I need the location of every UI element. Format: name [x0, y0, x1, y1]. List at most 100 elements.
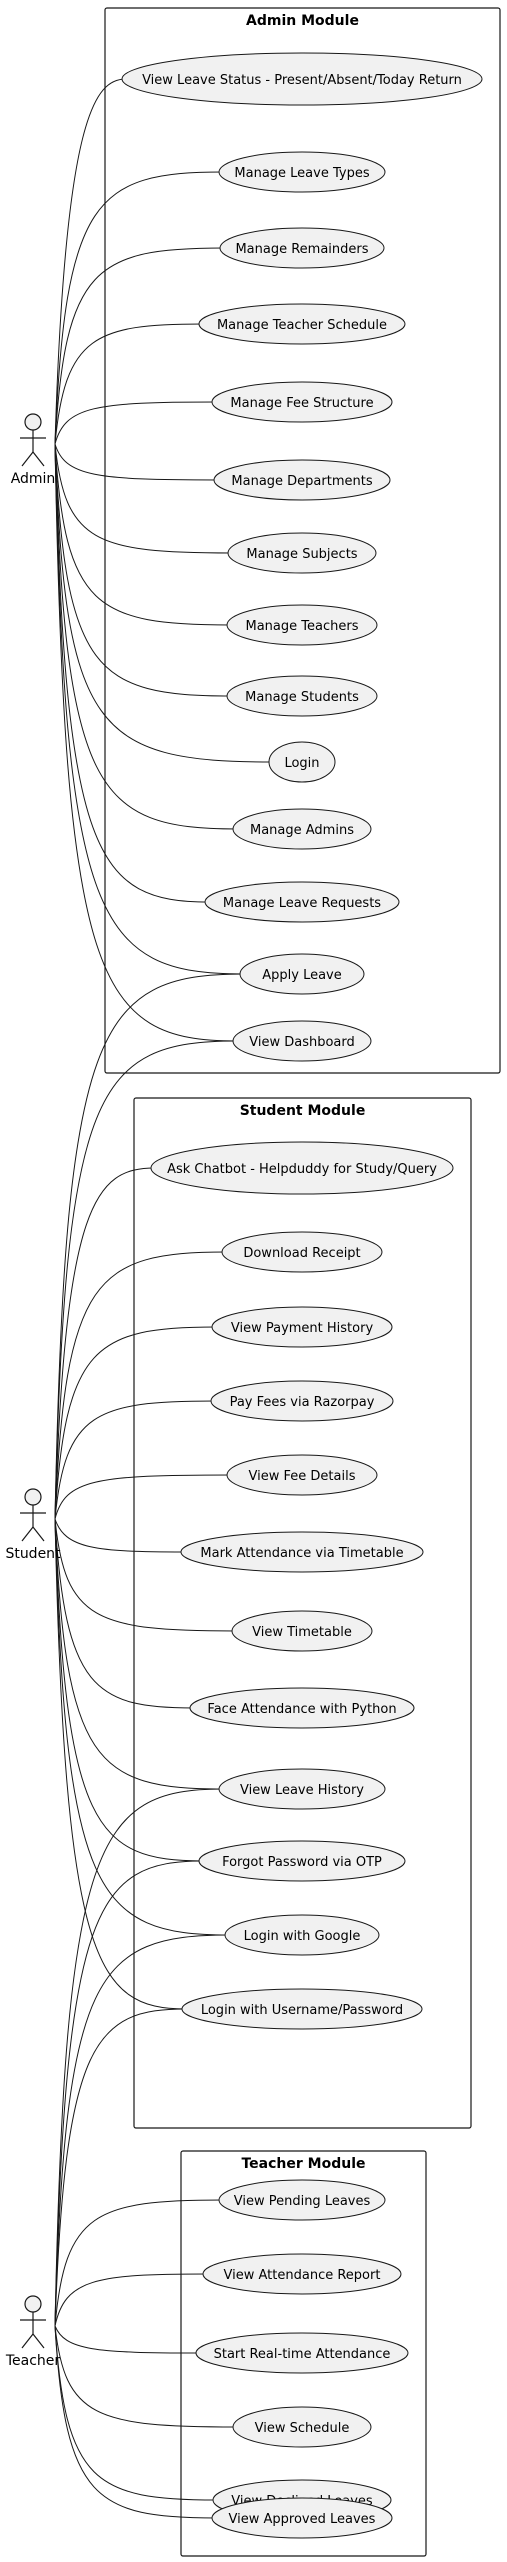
- actor-teacher[interactable]: Teacher: [5, 2295, 61, 2369]
- use-case-label: View Schedule: [255, 2421, 350, 2436]
- use-case-ellipse: [198, 1840, 406, 1882]
- actor-head: [24, 1488, 42, 1506]
- association-teacher-login-google: [54, 1934, 230, 2327]
- use-case-manage-students[interactable]: Manage Students: [226, 675, 378, 717]
- use-case-login-username-password[interactable]: Login with Username/Password: [181, 1988, 423, 2030]
- use-case-ellipse: [231, 1610, 373, 1652]
- use-case-start-realtime-attendance[interactable]: Start Real-time Attendance: [195, 2332, 409, 2374]
- actor-right-leg: [32, 1526, 45, 1542]
- use-case-manage-departments[interactable]: Manage Departments: [213, 459, 391, 501]
- actor-label: Admin: [11, 471, 56, 487]
- use-case-manage-leave-types[interactable]: Manage Leave Types: [218, 151, 386, 193]
- use-case-view-fee-details[interactable]: View Fee Details: [226, 1454, 378, 1496]
- use-case-ellipse: [180, 1531, 424, 1573]
- use-case-ellipse: [204, 881, 400, 923]
- use-case-view-approved-leaves[interactable]: View Approved Leaves: [211, 2497, 393, 2539]
- use-case-label: View Attendance Report: [224, 2268, 381, 2283]
- association-admin-manage-fee-structure: [54, 401, 217, 445]
- use-case-ellipse: [232, 2406, 372, 2448]
- association-student-view-leave-history: [54, 1518, 224, 1790]
- use-case-label: View Payment History: [231, 1321, 374, 1336]
- use-case-label: View Pending Leaves: [234, 2194, 371, 2209]
- use-case-label: Manage Fee Structure: [230, 396, 373, 411]
- use-case-manage-subjects[interactable]: Manage Subjects: [227, 532, 377, 574]
- actor-admin[interactable]: Admin: [11, 413, 56, 487]
- use-case-login[interactable]: Login: [268, 741, 336, 783]
- use-case-ellipse: [219, 227, 385, 269]
- actor-student[interactable]: Student: [5, 1488, 61, 1562]
- use-case-manage-teachers[interactable]: Manage Teachers: [226, 604, 378, 646]
- use-case-manage-admins[interactable]: Manage Admins: [232, 808, 372, 850]
- actor-label: Student: [5, 1546, 61, 1562]
- use-case-view-leave-status[interactable]: View Leave Status - Present/Absent/Today…: [121, 52, 483, 106]
- use-case-apply-leave[interactable]: Apply Leave: [239, 953, 365, 995]
- use-case-ellipse: [150, 1141, 454, 1195]
- use-case-view-pending-leaves[interactable]: View Pending Leaves: [218, 2179, 386, 2221]
- association-student-login-google: [54, 1518, 230, 1936]
- use-case-label: Manage Leave Requests: [223, 896, 381, 911]
- use-case-ellipse: [232, 1020, 372, 1062]
- use-case-manage-leave-requests[interactable]: Manage Leave Requests: [204, 881, 400, 923]
- use-case-mark-attendance-timetable[interactable]: Mark Attendance via Timetable: [180, 1531, 424, 1573]
- student-module-package: Student Module: [133, 1097, 472, 2129]
- association-admin-manage-departments: [54, 443, 219, 481]
- admin-module-title: Admin Module: [246, 13, 359, 29]
- use-case-ellipse: [218, 1768, 386, 1810]
- use-case-label: Manage Remainders: [235, 242, 368, 257]
- association-student-forgot-password-otp: [54, 1518, 204, 1862]
- use-case-download-receipt[interactable]: Download Receipt: [221, 1231, 383, 1273]
- use-case-view-payment-history[interactable]: View Payment History: [211, 1306, 393, 1348]
- use-case-label: View Leave Status - Present/Absent/Today…: [142, 73, 462, 88]
- use-case-label: Face Attendance with Python: [207, 1702, 396, 1717]
- use-case-manage-teacher-schedule[interactable]: Manage Teacher Schedule: [198, 303, 406, 345]
- use-case-ask-chatbot[interactable]: Ask Chatbot - Helpduddy for Study/Query: [150, 1141, 454, 1195]
- association-student-mark-attendance-timetable: [54, 1518, 186, 1553]
- admin-module-package: Admin Module: [104, 7, 501, 1074]
- use-case-login-google[interactable]: Login with Google: [224, 1914, 380, 1956]
- association-admin-manage-subjects: [54, 443, 233, 554]
- use-case-label: View Approved Leaves: [229, 2512, 376, 2527]
- teacher-module-package: Teacher Module: [180, 2150, 427, 2557]
- use-case-label: View Timetable: [252, 1625, 352, 1640]
- association-admin-view-dashboard: [54, 443, 238, 1042]
- use-case-label: Manage Students: [245, 690, 359, 705]
- use-case-view-timetable[interactable]: View Timetable: [231, 1610, 373, 1652]
- use-case-view-dashboard[interactable]: View Dashboard: [232, 1020, 372, 1062]
- use-case-label: Login with Google: [244, 1929, 361, 1944]
- use-case-ellipse: [218, 151, 386, 193]
- use-case-label: Manage Subjects: [246, 547, 357, 562]
- association-teacher-view-leave-history: [54, 1788, 224, 2327]
- use-case-ellipse: [227, 532, 377, 574]
- association-teacher-view-pending-leaves: [54, 2199, 224, 2327]
- use-case-label: Download Receipt: [243, 1246, 360, 1261]
- use-case-label: Start Real-time Attendance: [214, 2347, 391, 2362]
- actor-right-leg: [32, 2333, 45, 2349]
- admin-module-frame: [104, 7, 501, 1074]
- associations-layer: [54, 78, 274, 2519]
- use-case-view-attendance-report[interactable]: View Attendance Report: [202, 2253, 402, 2295]
- association-teacher-login-username-password: [54, 2008, 187, 2327]
- association-student-view-timetable: [54, 1518, 237, 1632]
- use-case-ellipse: [210, 1380, 394, 1422]
- association-admin-manage-teachers: [54, 443, 232, 626]
- use-case-ellipse: [213, 459, 391, 501]
- use-case-pay-fees-razorpay[interactable]: Pay Fees via Razorpay: [210, 1380, 394, 1422]
- use-case-ellipse: [211, 2497, 393, 2539]
- association-admin-manage-students: [54, 443, 232, 697]
- use-case-forgot-password-otp[interactable]: Forgot Password via OTP: [198, 1840, 406, 1882]
- use-case-view-schedule[interactable]: View Schedule: [232, 2406, 372, 2448]
- actor-right-leg: [32, 451, 45, 467]
- use-case-manage-remainders[interactable]: Manage Remainders: [219, 227, 385, 269]
- use-case-ellipse: [226, 675, 378, 717]
- use-case-label: View Fee Details: [249, 1469, 356, 1484]
- association-student-view-fee-details: [54, 1474, 232, 1520]
- use-case-view-leave-history[interactable]: View Leave History: [218, 1768, 386, 1810]
- use-case-face-attendance-python[interactable]: Face Attendance with Python: [189, 1687, 415, 1729]
- use-case-manage-fee-structure[interactable]: Manage Fee Structure: [211, 381, 393, 423]
- association-teacher-start-realtime-attendance: [54, 2325, 201, 2354]
- association-student-download-receipt: [54, 1251, 227, 1520]
